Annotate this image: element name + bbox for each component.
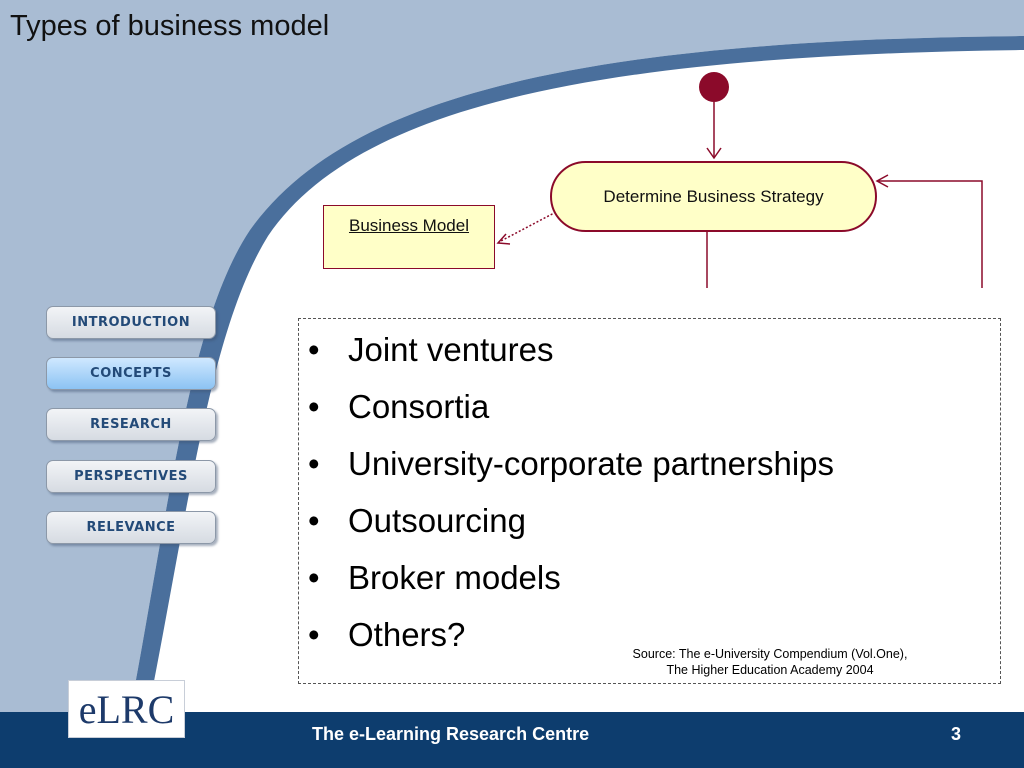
bullet-icon: • (308, 616, 320, 653)
list-item: • Outsourcing (308, 498, 834, 555)
bullet-text: University-corporate partnerships (348, 445, 835, 482)
bullet-text: Outsourcing (348, 502, 526, 539)
nav-relevance-button[interactable]: RELEVANCE (46, 511, 216, 544)
strategy-node: Determine Business Strategy (550, 161, 877, 232)
bullet-icon: • (308, 559, 320, 596)
business-model-label: Business Model (348, 216, 469, 235)
start-node (699, 72, 729, 102)
bullet-text: Others? (348, 616, 466, 653)
nav-concepts-button[interactable]: CONCEPTS (46, 357, 216, 390)
background-blue-panel (0, 0, 1024, 712)
list-item: • Broker models (308, 555, 834, 612)
bullet-text: Broker models (348, 559, 561, 596)
bullet-icon: • (308, 331, 320, 368)
feedback-arrow-head (875, 174, 889, 188)
bullet-icon: • (308, 388, 320, 425)
content-box (298, 318, 1001, 684)
source-line-2: The Higher Education Academy 2004 (666, 663, 874, 677)
bullet-icon: • (308, 445, 320, 482)
elrc-logo: eLRC (68, 680, 185, 738)
dependency-line (498, 211, 557, 243)
source-citation: Source: The e-University Compendium (Vol… (612, 646, 928, 678)
list-item: • Joint ventures (308, 327, 834, 384)
list-item: • University-corporate partnerships (308, 441, 834, 498)
slide-title: Types of business model (10, 10, 330, 42)
strategy-node-label: Determine Business Strategy (603, 187, 824, 206)
dependency-arrow-head (496, 233, 511, 245)
bullet-text: Joint ventures (348, 331, 554, 368)
nav-perspectives-button[interactable]: PERSPECTIVES (46, 460, 216, 493)
source-line-1: Source: The e-University Compendium (Vol… (632, 647, 908, 661)
footer-centre-name: The e-Learning Research Centre (312, 724, 590, 744)
feedback-line (878, 180, 983, 288)
bullet-text: Consortia (348, 388, 490, 425)
nav-introduction-button[interactable]: INTRODUCTION (46, 306, 216, 339)
bullet-list: • Joint ventures • Consortia • University-c… (308, 327, 834, 669)
nav-research-button[interactable]: RESEARCH (46, 408, 216, 441)
page-number: 3 (951, 724, 962, 744)
start-arrow-head (706, 147, 722, 160)
business-model-node: Business Model (323, 205, 495, 269)
bullet-icon: • (308, 502, 320, 539)
list-item: • Consortia (308, 384, 834, 441)
list-item: • Others? (308, 612, 834, 669)
